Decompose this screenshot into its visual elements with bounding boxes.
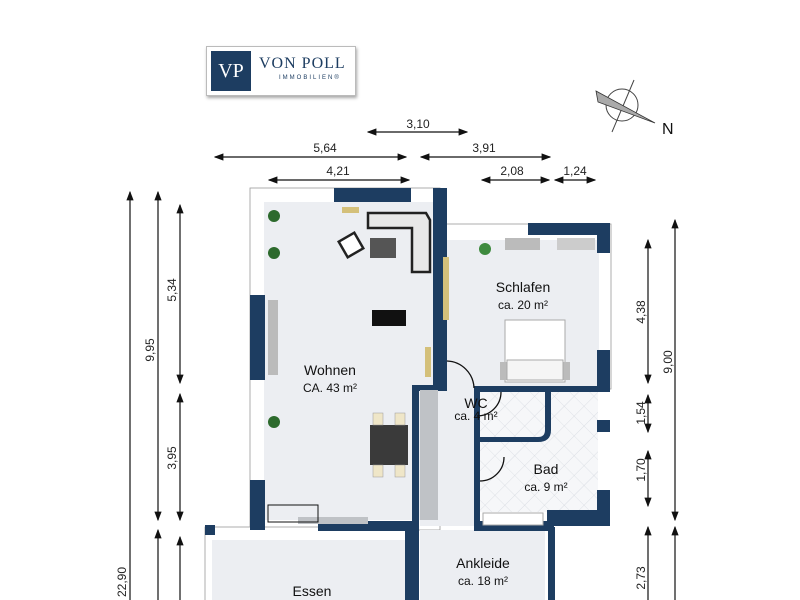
tv-icon (372, 310, 406, 326)
plant-icon (268, 247, 280, 259)
dim-label: 2,73 (634, 566, 648, 590)
room-area-ankleide: ca. 18 m² (458, 574, 508, 588)
sideboard-icon (268, 300, 278, 375)
dim-label: 22,90 (115, 567, 129, 597)
dim-label: 1,54 (634, 401, 648, 425)
window-icon (267, 504, 319, 523)
plant-icon (268, 210, 280, 222)
room-area-wc: ca. 4 m² (454, 409, 497, 423)
right-dimensions (644, 218, 679, 600)
door-icon (446, 360, 505, 482)
wardrobe-icon (420, 390, 438, 520)
logo-mark: VP (211, 51, 251, 91)
room-area-bad: ca. 9 m² (524, 480, 567, 494)
compass-north-label: N (662, 121, 674, 138)
coffee-table-icon (370, 238, 396, 258)
von-poll-logo: VP VON POLL IMMOBILIEN® (206, 46, 356, 96)
dim-label: 3,91 (472, 141, 496, 155)
cabinet-icon (298, 517, 368, 524)
dim-label: 9,95 (143, 338, 157, 362)
dim-label: 3,95 (165, 446, 179, 470)
walls (205, 188, 610, 600)
dim-label: 2,08 (500, 164, 524, 178)
plant-icon (268, 416, 280, 428)
sofa-icon (366, 211, 432, 274)
bed-icon (500, 319, 570, 383)
logo-name: VON POLL (259, 55, 346, 72)
top-dimensions (213, 128, 597, 184)
dim-label: 5,64 (313, 141, 337, 155)
dim-label: 3,10 (406, 117, 430, 131)
desk-icon (505, 238, 540, 250)
sink-icon (482, 512, 544, 526)
radiator-icon (443, 257, 449, 320)
dim-label: 1,70 (634, 458, 648, 482)
room-area-wohnen: CA. 43 m² (303, 381, 357, 395)
room-name-essen: Essen (293, 583, 332, 599)
dim-label: 1,24 (563, 164, 587, 178)
room-name-wohnen: Wohnen (304, 362, 356, 378)
left-dimensions (126, 190, 184, 600)
room-area-schlafen: ca. 20 m² (498, 298, 548, 312)
dim-label: 4,38 (634, 300, 648, 324)
room-name-ankleide: Ankleide (456, 555, 510, 571)
dim-label: 4,21 (326, 164, 350, 178)
radiator-icon (342, 207, 359, 213)
compass-icon: N (595, 79, 674, 138)
dim-label: 5,34 (165, 278, 179, 302)
wardrobe-icon (557, 238, 595, 250)
armchair-icon (336, 230, 366, 260)
room-name-wc: WC (464, 395, 487, 411)
plant-icon (479, 243, 491, 255)
radiator-icon (425, 347, 431, 377)
dim-label: 9,00 (661, 350, 675, 374)
dining-table-icon (370, 412, 408, 478)
logo-subtitle: IMMOBILIEN® (279, 75, 341, 81)
room-name-bad: Bad (534, 461, 559, 477)
room-name-schlafen: Schlafen (496, 279, 550, 295)
